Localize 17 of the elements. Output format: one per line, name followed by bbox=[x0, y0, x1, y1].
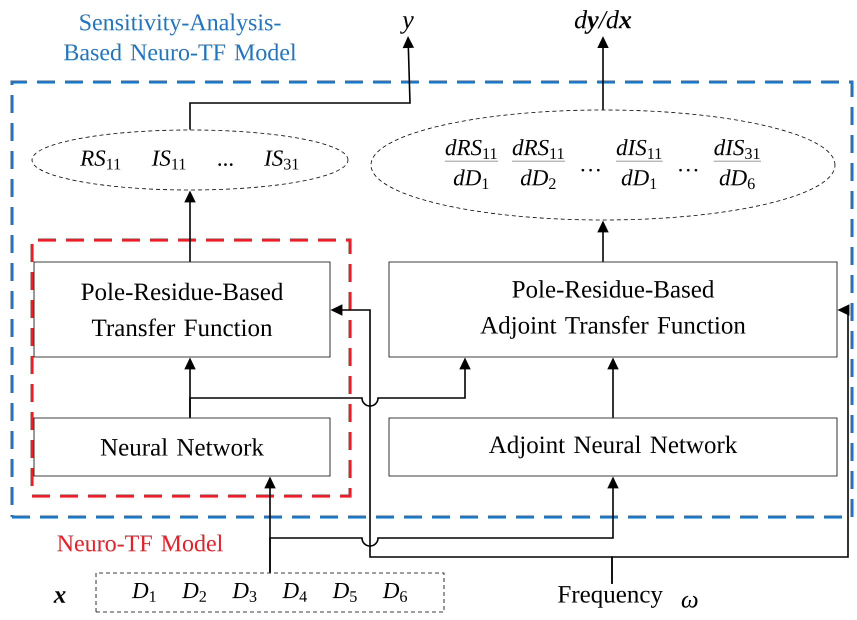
node-label: D$_{3}$ bbox=[232, 583, 256, 602]
input-box: D$_{1}$ D$_{2}$ D$_{3}$ D$_{4}$ D$_{5}$ D$_{6}$ bbox=[96, 572, 444, 612]
process-box: Pole-Residue-Based Transfer Function bbox=[34, 262, 330, 358]
node-label: D$_{2}$ bbox=[182, 583, 206, 602]
process-box: Pole-Residue-Based Adjoint Transfer Function bbox=[388, 262, 838, 358]
frame-title: Neuro-TF Model bbox=[57, 534, 223, 552]
output-label: y bbox=[400, 16, 414, 34]
output-label: dy/dx bbox=[574, 10, 632, 34]
node-label: D$_{4}$ bbox=[282, 583, 307, 602]
process-box: Adjoint Neural Network bbox=[388, 418, 838, 476]
node-label: D$_{5}$ bbox=[332, 583, 357, 602]
node-label: D$_{1}$ bbox=[132, 583, 156, 602]
frame-title: Sensitivity-Analysis-Based Neuro-TF Model bbox=[64, 14, 296, 60]
node-label: D$_{6}$ bbox=[382, 583, 408, 602]
input-label: x bbox=[53, 591, 66, 603]
process-box: Neural Network bbox=[34, 418, 330, 476]
input-label: Frequency ω bbox=[558, 586, 698, 608]
